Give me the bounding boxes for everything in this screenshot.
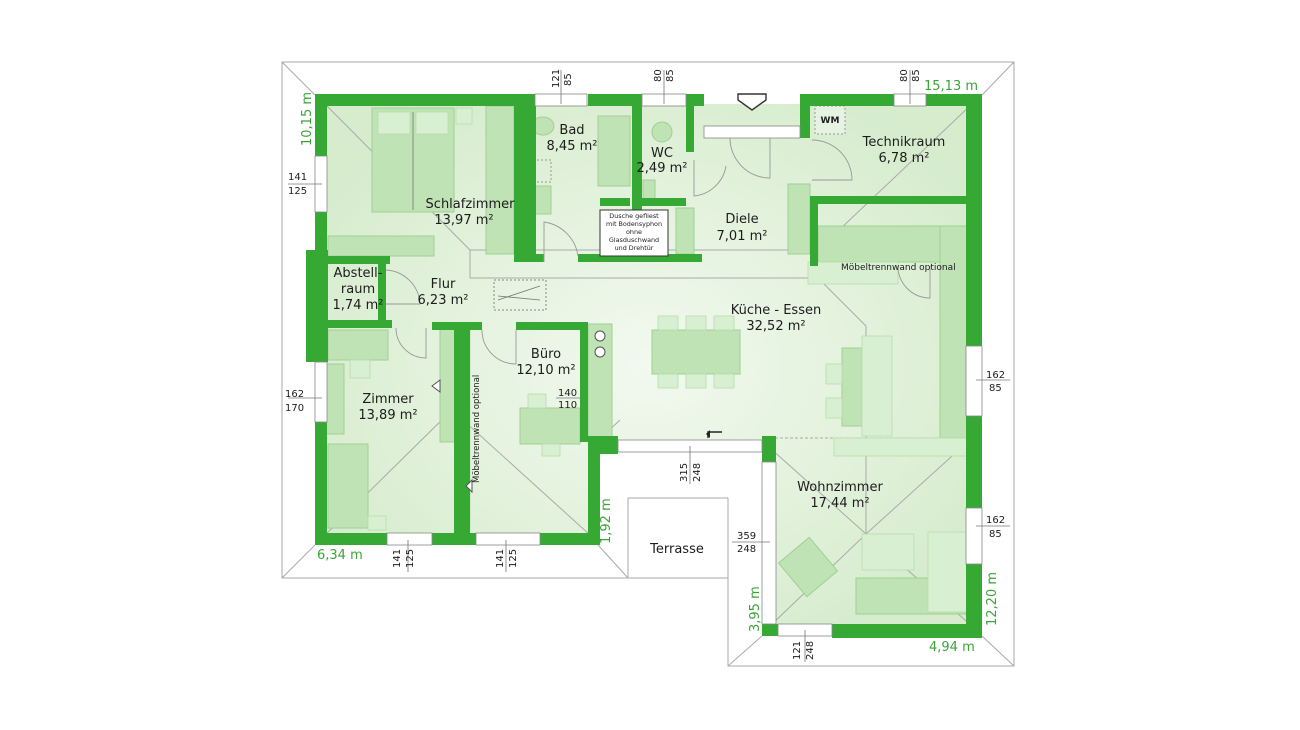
- room-schlafzimmer-name: Schlafzimmer: [426, 197, 516, 212]
- window-dimensions: 121 85 80 85 80 85 141 125 162 170 162 8…: [285, 69, 1005, 660]
- dim-top2-a: 80: [653, 69, 664, 82]
- room-labels: Bad 8,45 m² WC 2,49 m² Technikraum 6,78 …: [333, 123, 946, 557]
- room-flur-area: 6,23 m²: [418, 293, 469, 308]
- dim-1-92: 1,92 m: [599, 498, 614, 544]
- dim-right2-a: 162: [986, 515, 1005, 526]
- dim-right1-b: 85: [989, 383, 1002, 394]
- doors: [385, 93, 931, 494]
- room-wohnzimmer-name: Wohnzimmer: [797, 480, 883, 495]
- room-wc-name: WC: [651, 146, 673, 161]
- dim-left2-a: 162: [285, 389, 304, 400]
- misc-labels: WM Möbeltrennwand optional Möbeltrennwan…: [472, 116, 956, 483]
- dusche-note-2: mit Bodensyphon: [606, 220, 662, 228]
- dim-buero-a: 140: [558, 388, 577, 399]
- room-diele-name: Diele: [725, 212, 758, 227]
- dim-top3-b: 85: [911, 69, 922, 82]
- room-kueche-name: Küche - Essen: [731, 303, 821, 318]
- dusche-note-3: ohne: [626, 228, 642, 236]
- dim-bottom1-b: 125: [405, 549, 416, 568]
- dim-left2-b: 170: [285, 403, 304, 414]
- room-abstellraum-name-1: Abstell-: [334, 266, 383, 281]
- roof-outline: [281, 61, 1015, 667]
- dim-top2-b: 85: [665, 69, 676, 82]
- dim-6-34: 6,34 m: [317, 548, 363, 563]
- room-wc-area: 2,49 m²: [637, 161, 688, 176]
- dusche-note-1: Dusche gefliest: [609, 212, 659, 220]
- dimension-ticks: [288, 70, 1010, 662]
- room-kueche-area: 32,52 m²: [746, 319, 805, 334]
- room-zimmer-name: Zimmer: [362, 392, 414, 407]
- room-flur-name: Flur: [431, 277, 456, 292]
- dim-right2-b: 85: [989, 529, 1002, 540]
- dim-terr1-b: 248: [692, 463, 703, 482]
- room-technikraum-name: Technikraum: [862, 135, 946, 150]
- room-bad-area: 8,45 m²: [547, 139, 598, 154]
- outer-dimensions: 15,13 m 10,15 m 6,34 m 1,92 m 3,95 m 4,9…: [300, 79, 1000, 655]
- dim-left1-b: 125: [288, 186, 307, 197]
- room-abstellraum-name-2: raum: [341, 282, 375, 297]
- dim-bottom1-a: 141: [392, 549, 403, 568]
- dim-3-95: 3,95 m: [748, 586, 763, 632]
- room-terrasse-name: Terrasse: [649, 542, 704, 557]
- dim-terr2-a: 359: [737, 531, 756, 542]
- moebeltrennwand-label-h: Möbeltrennwand optional: [841, 263, 956, 273]
- dim-right1-a: 162: [986, 370, 1005, 381]
- room-technikraum-area: 6,78 m²: [879, 151, 930, 166]
- wm-label: WM: [821, 116, 840, 126]
- room-buero-area: 12,10 m²: [516, 363, 575, 378]
- dim-terr2-b: 248: [737, 544, 756, 555]
- dim-terr3-b: 248: [805, 641, 816, 660]
- room-zimmer-area: 13,89 m²: [358, 408, 417, 423]
- dim-terr1-a: 315: [679, 463, 690, 482]
- dim-bottom2-a: 141: [495, 549, 506, 568]
- moebeltrennwand-label-v: Möbeltrennwand optional: [472, 375, 482, 483]
- dim-buero-b: 110: [558, 400, 577, 411]
- dim-15-13: 15,13 m: [924, 79, 978, 94]
- dim-12-20: 12,20 m: [985, 572, 1000, 626]
- room-abstellraum-area: 1,74 m²: [333, 298, 384, 313]
- dim-left1-a: 141: [288, 172, 307, 183]
- dim-10-15: 10,15 m: [300, 92, 315, 146]
- dim-top3-a: 80: [899, 69, 910, 82]
- windows: [314, 93, 983, 637]
- dim-top1-b: 85: [563, 73, 574, 86]
- dusche-note-4: Glasduschwand: [609, 236, 659, 244]
- walls: [306, 94, 982, 638]
- room-schlafzimmer-area: 13,97 m²: [434, 213, 493, 228]
- dim-terr3-a: 121: [792, 641, 803, 660]
- room-diele-area: 7,01 m²: [717, 229, 768, 244]
- dim-4-94: 4,94 m: [929, 640, 975, 655]
- dim-bottom2-b: 125: [508, 549, 519, 568]
- dim-top1-a: 121: [551, 69, 562, 88]
- room-bad-name: Bad: [559, 123, 584, 138]
- room-buero-name: Büro: [531, 347, 561, 362]
- dusche-note-5: und Drehtür: [615, 244, 654, 252]
- room-wohnzimmer-area: 17,44 m²: [810, 496, 869, 511]
